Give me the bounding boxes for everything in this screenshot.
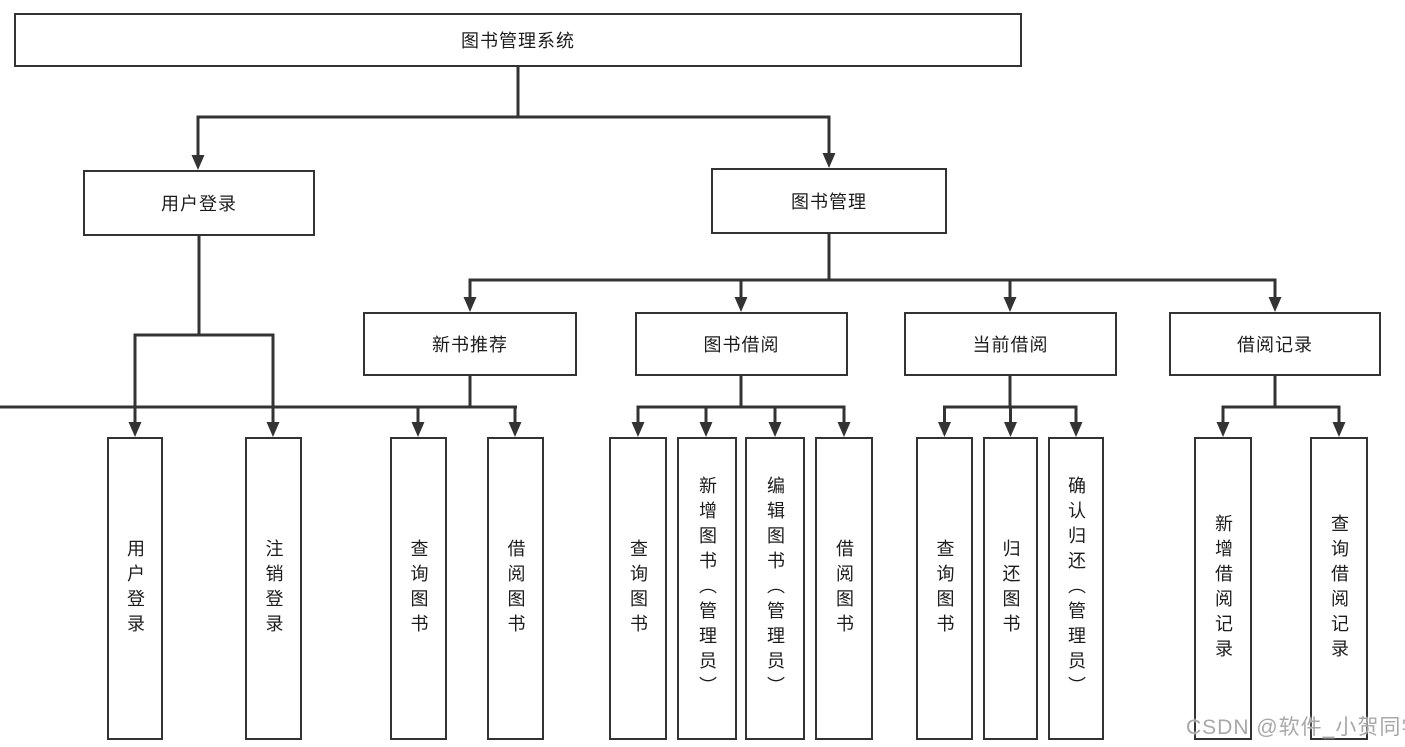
leaf-borrow-books-newbook: 借阅图书 [487, 437, 544, 740]
leaf-edit-books-admin: 编辑图书（管理员） [745, 437, 805, 740]
node-label: 归还图书 [1000, 538, 1021, 639]
watermark: CSDN @软件_小贺同学 [1186, 716, 1405, 739]
node-label: 新增借阅记录 [1213, 513, 1233, 664]
leaf-add-books-admin: 新增图书（管理员） [677, 437, 737, 740]
node-label: 查询图书 [408, 538, 429, 639]
node-book-borrowing: 图书借阅 [635, 312, 848, 376]
leaf-query-books-borrow: 查询图书 [609, 437, 667, 740]
leaf-add-borrow-record: 新增借阅记录 [1194, 437, 1252, 740]
leaf-user-login: 用户登录 [107, 437, 163, 740]
node-label: 借阅图书 [505, 538, 526, 639]
leaf-logout: 注销登录 [245, 437, 302, 740]
leaf-query-books-current: 查询图书 [916, 437, 973, 740]
leaf-query-borrow-record: 查询借阅记录 [1310, 437, 1368, 740]
node-label: 注销登录 [263, 538, 284, 639]
node-user-login: 用户登录 [83, 170, 315, 236]
node-label: 图书借阅 [703, 335, 780, 355]
node-book-management: 图书管理 [711, 168, 947, 234]
node-label: 用户登录 [125, 538, 145, 639]
node-label: 新书推荐 [432, 335, 508, 355]
node-label: 图书管理 [791, 192, 867, 212]
leaf-return-books: 归还图书 [983, 437, 1038, 740]
node-label: 当前借阅 [972, 335, 1049, 355]
node-label: 确认归还（管理员） [1066, 476, 1086, 701]
node-new-book-recommendation: 新书推荐 [363, 312, 577, 376]
node-label: 借阅记录 [1237, 335, 1313, 355]
leaf-query-books-newbook: 查询图书 [390, 437, 447, 740]
node-label: 图书管理系统 [461, 31, 575, 51]
node-borrowing-records: 借阅记录 [1169, 312, 1381, 376]
node-label: 新增图书（管理员） [697, 476, 717, 701]
node-label: 查询借阅记录 [1329, 513, 1349, 664]
node-root-library-system: 图书管理系统 [14, 13, 1022, 67]
node-current-borrowing: 当前借阅 [904, 312, 1117, 376]
leaf-borrow-books: 借阅图书 [815, 437, 873, 740]
node-label: 编辑图书（管理员） [765, 476, 785, 701]
node-label: 查询图书 [934, 538, 955, 639]
node-label: 查询图书 [628, 538, 648, 639]
leaf-confirm-return-admin: 确认归还（管理员） [1048, 437, 1104, 740]
node-label: 用户登录 [161, 194, 237, 214]
node-label: 借阅图书 [834, 538, 854, 639]
